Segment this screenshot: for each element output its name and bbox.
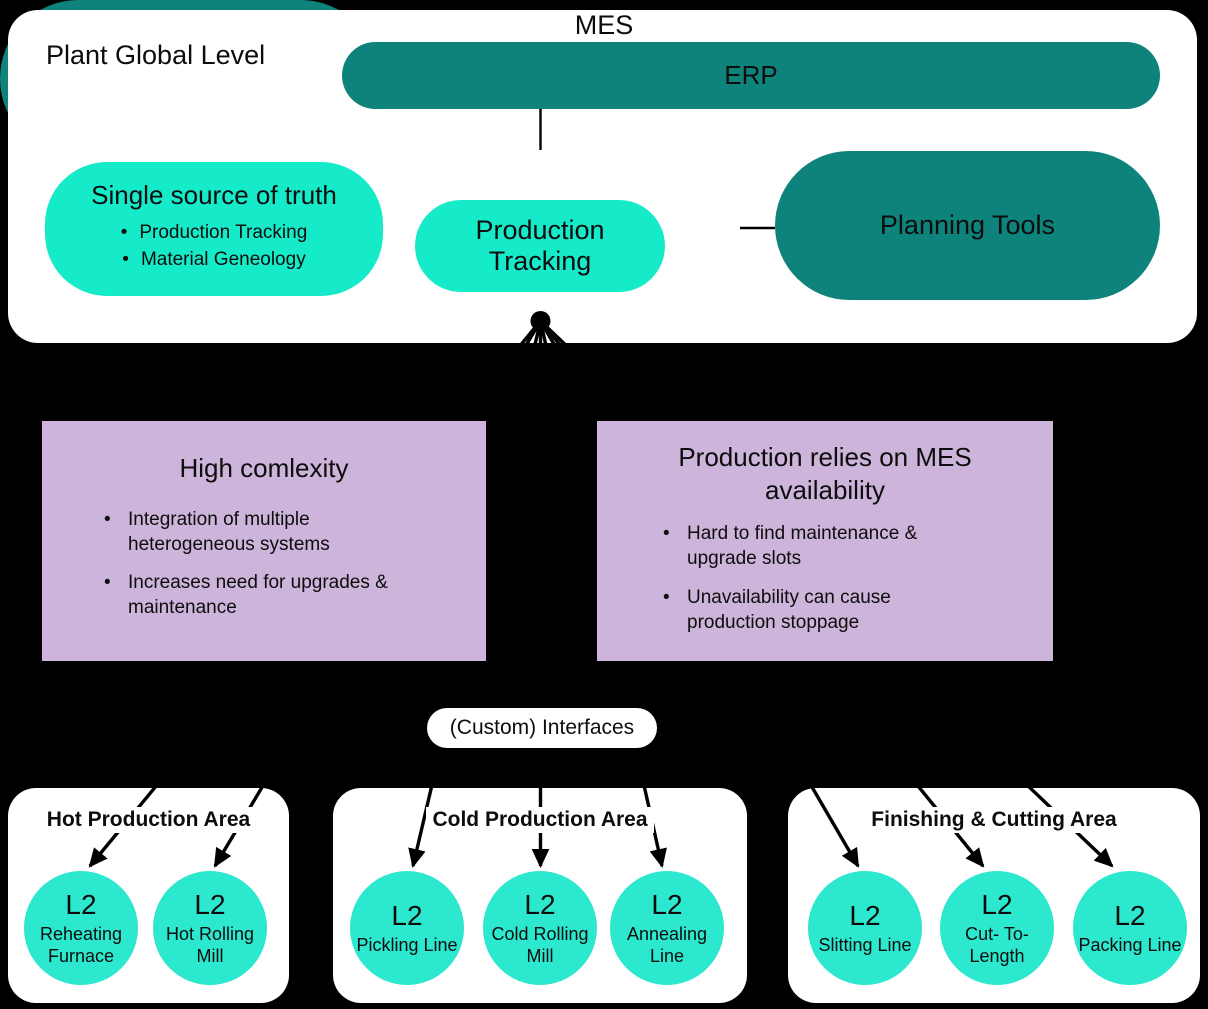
single-source-bullet-list: Production Tracking Material Geneology (45, 222, 383, 271)
issue-bullet-list: Hard to find maintenance & upgrade slots… (663, 521, 1053, 635)
issue-bullet-list: Integration of multiple heterogeneous sy… (104, 507, 486, 621)
l2-label: Pickling Line (356, 934, 458, 955)
issue-bullet-text: Unavailability can cause production stop… (687, 586, 891, 633)
issue-bullet: Hard to find maintenance & upgrade slots (663, 521, 1053, 572)
issue-bullet-text: Integration of multiple heterogeneous sy… (128, 508, 330, 555)
custom-interfaces-label: (Custom) Interfaces (427, 708, 657, 748)
issue-bullet-text: Increases need for upgrades & maintenanc… (128, 572, 388, 619)
hot-production-area-card: Hot Production Area L2 Reheating Furnace… (8, 788, 289, 1003)
l2-node-reheating-furnace: L2 Reheating Furnace (24, 871, 138, 985)
l2-node-cold-rolling-mill: L2 Cold Rolling Mill (483, 871, 597, 985)
single-source-bullet: Production Tracking (121, 222, 307, 244)
issue-panel-complexity: High comlexity Integration of multiple h… (42, 421, 486, 661)
mes-label: MES (574, 10, 634, 40)
hot-production-area-title: Hot Production Area (40, 807, 257, 833)
issue-bullet-text: Hard to find maintenance & upgrade slots (687, 523, 918, 570)
issue-panel-mes-availability: Production relies on MES availability Ha… (597, 421, 1053, 661)
l2-label: Annealing Line (626, 923, 708, 967)
l2-badge: L2 (1114, 899, 1146, 931)
l2-node-slitting-line: L2 Slitting Line (808, 871, 922, 985)
l2-label: Hot Rolling Mill (165, 923, 255, 967)
l2-badge: L2 (651, 888, 683, 920)
l2-node-pickling-line: L2 Pickling Line (350, 871, 464, 985)
issue-bullet: Integration of multiple heterogeneous sy… (104, 507, 486, 558)
l2-node-cut-to-length: L2 Cut- To- Length (940, 871, 1054, 985)
issue-bullet: Increases need for upgrades & maintenanc… (104, 570, 486, 621)
area-title-row: Cold Production Area (333, 807, 747, 833)
l2-badge: L2 (194, 888, 226, 920)
area-title-row: Hot Production Area (8, 807, 289, 833)
single-source-bullet: Material Geneology (122, 249, 306, 271)
l2-badge: L2 (524, 888, 556, 920)
plant-global-label: Plant Global Level (46, 40, 266, 70)
planning-tools-label: Planning Tools (879, 210, 1056, 240)
l2-label: Slitting Line (818, 934, 912, 955)
l2-label: Cold Rolling Mill (491, 923, 589, 967)
single-source-title: Single source of truth (91, 180, 337, 210)
erp-label: ERP (724, 60, 778, 90)
l2-badge: L2 (391, 899, 423, 931)
production-tracking-label: Production Tracking (475, 214, 605, 276)
erp-node: ERP (342, 42, 1160, 109)
l2-badge: L2 (65, 888, 97, 920)
l2-label: Reheating Furnace (39, 923, 123, 967)
single-source-node: Single source of truth Production Tracki… (45, 162, 383, 296)
l2-label: Packing Line (1078, 934, 1182, 955)
l2-node-packing-line: L2 Packing Line (1073, 871, 1187, 985)
cold-production-area-title: Cold Production Area (426, 807, 654, 833)
area-title-row: Finishing & Cutting Area (788, 807, 1200, 833)
finishing-cutting-area-card: Finishing & Cutting Area L2 Slitting Lin… (788, 788, 1200, 1003)
planning-tools-node: Planning Tools (775, 151, 1160, 300)
issue-title: Production relies on MES availability (678, 442, 972, 505)
issue-bullet: Unavailability can cause production stop… (663, 585, 1053, 636)
l2-node-hot-rolling-mill: L2 Hot Rolling Mill (153, 871, 267, 985)
issue-title: High comlexity (179, 453, 349, 483)
l2-badge: L2 (981, 888, 1013, 920)
l2-badge: L2 (849, 899, 881, 931)
l2-node-annealing-line: L2 Annealing Line (610, 871, 724, 985)
production-tracking-node: Production Tracking (415, 200, 665, 292)
finishing-cutting-area-title: Finishing & Cutting Area (865, 807, 1123, 833)
l2-label: Cut- To- Length (965, 923, 1029, 967)
cold-production-area-card: Cold Production Area L2 Pickling Line L2… (333, 788, 747, 1003)
